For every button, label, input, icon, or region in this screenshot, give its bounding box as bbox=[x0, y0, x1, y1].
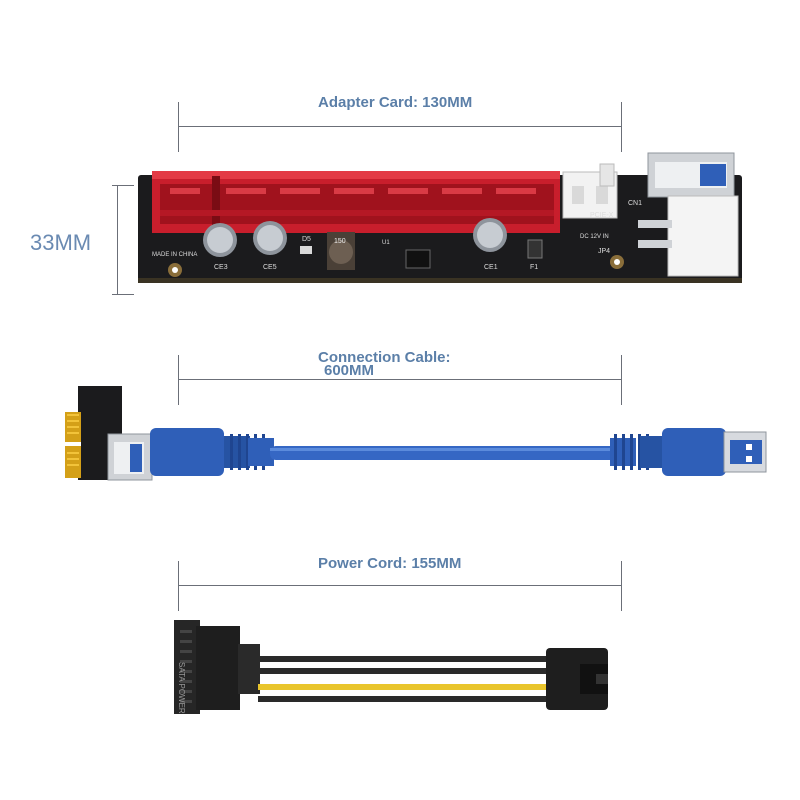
power-dimension-tick-left bbox=[178, 561, 179, 611]
wire-yellow bbox=[258, 684, 548, 690]
power-dimension-line bbox=[178, 585, 622, 586]
board-text-jp4: JP4 bbox=[598, 248, 611, 255]
adapter-dimension-tick-left bbox=[178, 102, 179, 152]
capacitor-ce5 bbox=[253, 221, 287, 255]
capacitor-ce1 bbox=[473, 218, 507, 252]
board-text-ce3: CE3 bbox=[214, 264, 228, 271]
wire-black-2 bbox=[258, 668, 548, 674]
adapter-dimension-tick-right bbox=[621, 102, 622, 152]
adapter-height-label: 33MM bbox=[30, 230, 92, 255]
board-text-ce1: CE1 bbox=[484, 264, 498, 271]
usb-port-x1 bbox=[107, 433, 153, 481]
height-dimension-tick-bottom bbox=[112, 294, 134, 295]
usb-plug-left bbox=[150, 428, 274, 476]
cable-length-label-line2: 600MM bbox=[324, 362, 375, 379]
pcie-6pin-plug bbox=[546, 648, 608, 710]
pcie-x1-adapter-board bbox=[65, 386, 122, 480]
board-text-pcie: PCIE-X bbox=[590, 212, 614, 219]
sata-connector-text: SATA POWER bbox=[177, 662, 186, 714]
board-text-d5: D5 bbox=[302, 236, 311, 243]
usb-plug-right bbox=[610, 428, 767, 476]
sata-power-connector bbox=[174, 620, 260, 714]
board-text-u1: U1 bbox=[382, 240, 390, 246]
cable-length-label-line1: Connection Cable: bbox=[318, 349, 451, 366]
capacitor-ce3 bbox=[203, 223, 237, 257]
mounting-hole-right bbox=[610, 255, 624, 269]
adapter-length-label: Adapter Card: 130MM bbox=[318, 94, 473, 111]
wire-black-1 bbox=[258, 656, 548, 662]
usb3-port-on-card bbox=[647, 152, 735, 198]
board-text-inductor: 150 bbox=[334, 238, 346, 245]
height-dimension-tick-top bbox=[112, 185, 134, 186]
board-text-made-in: MADE IN CHINA bbox=[152, 252, 198, 258]
molex-connector bbox=[638, 195, 739, 277]
pcie-6pin-connector bbox=[562, 163, 618, 219]
cable-dimension-tick-left bbox=[178, 355, 179, 405]
height-dimension-line bbox=[117, 185, 118, 295]
pcie-x16-slot bbox=[152, 171, 560, 233]
power-dimension-tick-right bbox=[621, 561, 622, 611]
mounting-hole-left bbox=[168, 263, 182, 277]
board-text-f1: F1 bbox=[530, 264, 539, 271]
inductor bbox=[327, 232, 355, 270]
wire-black-3 bbox=[258, 696, 548, 702]
power-length-label: Power Cord: 155MM bbox=[318, 555, 462, 572]
board-text-cn1: CN1 bbox=[628, 200, 643, 207]
cable-dimension-tick-right bbox=[621, 355, 622, 405]
board-text-dc: DC 12V IN bbox=[580, 234, 609, 240]
adapter-dimension-line bbox=[178, 126, 622, 127]
ic-chip-u1 bbox=[405, 249, 431, 269]
board-text-ce5: CE5 bbox=[263, 264, 277, 271]
cable-dimension-line bbox=[178, 379, 622, 380]
